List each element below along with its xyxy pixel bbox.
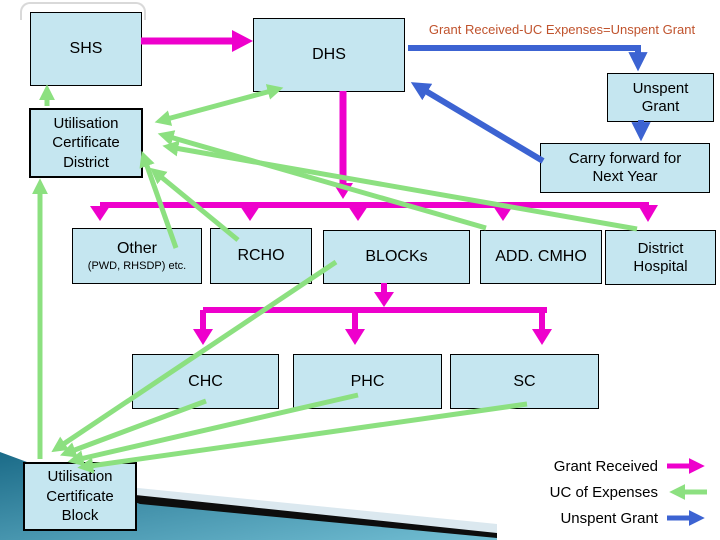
node-other-label: Other [116,240,157,258]
node-phc: PHC [293,354,442,409]
legend-label-grant-received: Grant Received [553,457,658,475]
node-uc-block: Utilisation Certificate Block [23,462,137,531]
formula-text: Grant Received-UC Expenses=Unspent Grant [428,22,696,37]
arrowhead-grant-dhs-down [333,183,353,199]
node-blocks: BLOCKs [323,230,470,284]
deco-black-stripe [88,490,497,540]
legend-label-unspent-grant: Unspent Grant [560,509,658,527]
unspent-grant-arrow-icon [667,510,705,526]
arrow-uc-dhs-district [154,84,284,126]
arrowhead-grant-other [90,206,110,221]
node-other-sublabel: (PWD, RHSDP) etc. [87,259,187,272]
node-shs: SHS [30,12,142,86]
legend-item-uc-expenses: UC of Expenses [460,479,710,505]
node-district-hospital: District Hospital [605,230,716,285]
legend-item-unspent-grant: Unspent Grant [460,505,710,531]
arrowhead-grant-chc [193,329,213,345]
node-other: Other (PWD, RHSDP) etc. [72,228,202,284]
arrowhead-grant-shs-dhs [232,30,253,52]
deco-pale-stripe [88,483,497,540]
node-chc: CHC [132,354,279,409]
node-uc-district: Utilisation Certificate District [29,108,143,178]
arrow-unspent-dhs-box [408,45,648,72]
arrowhead-grant-district-hospital [638,205,658,222]
arrowhead-grant-rcho [240,206,260,221]
arrowhead-grant-add-cmho [493,206,513,221]
legend-item-grant-received: Grant Received [460,453,710,479]
arrow-carryforward-dhs [410,82,545,164]
node-sc: SC [450,354,599,409]
node-dhs: DHS [253,18,405,92]
arrowhead-grant-blocks-down [374,292,394,307]
arrow-uc-addcmho-district [157,130,487,231]
grant-received-arrow-icon [667,458,705,474]
legend-label-uc-expenses: UC of Expenses [549,483,658,501]
node-unspent-grant: Unspent Grant [607,73,714,122]
arrowhead-grant-blocks [348,206,368,221]
uc-expenses-arrow-icon [669,484,707,500]
node-carry-forward: Carry forward for Next Year [540,143,710,193]
arrowhead-grant-sc [532,329,552,345]
legend: Grant Received UC of Expenses Unspent Gr… [460,453,710,531]
node-add-cmho: ADD. CMHO [480,230,602,284]
placeholder-outline [20,2,146,20]
arrowhead-grant-phc [345,329,365,345]
node-rcho: RCHO [210,228,312,284]
